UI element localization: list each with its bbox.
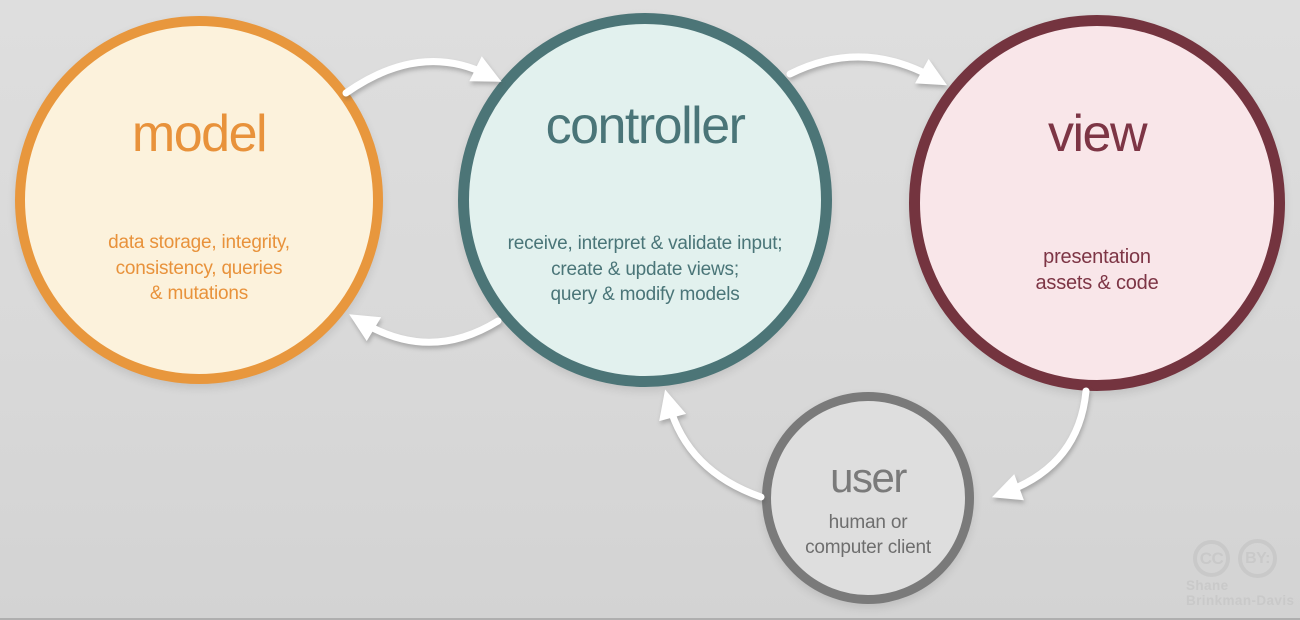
arrow-controller-to-view xyxy=(786,53,948,86)
node-view: view presentation assets & code xyxy=(909,15,1285,391)
arrow-controller-to-model xyxy=(349,314,502,346)
model-title: model xyxy=(131,105,268,163)
node-controller: controller receive, interpret & validate… xyxy=(458,13,832,387)
user-title: user xyxy=(830,454,907,501)
controller-title: controller xyxy=(545,97,746,155)
controller-description: receive, interpret & validate input; cre… xyxy=(507,233,783,306)
arrow-model-to-controller xyxy=(342,56,502,97)
cc-license-icon: CC xyxy=(1193,540,1230,577)
arrow-view-to-user xyxy=(991,387,1090,501)
user-description: human or computer client xyxy=(805,512,931,558)
node-model: model data storage, integrity, consisten… xyxy=(15,16,383,384)
model-description: data storage, integrity, consistency, qu… xyxy=(108,232,290,305)
author-credit: Shane Brinkman-Davis xyxy=(1186,578,1295,609)
arrow-user-to-controller xyxy=(659,389,765,501)
view-title: view xyxy=(1047,105,1148,163)
view-description: presentation assets & code xyxy=(1035,246,1159,294)
node-user: user human or computer client xyxy=(762,392,974,604)
cc-by-license-icon: BY: xyxy=(1238,539,1277,578)
